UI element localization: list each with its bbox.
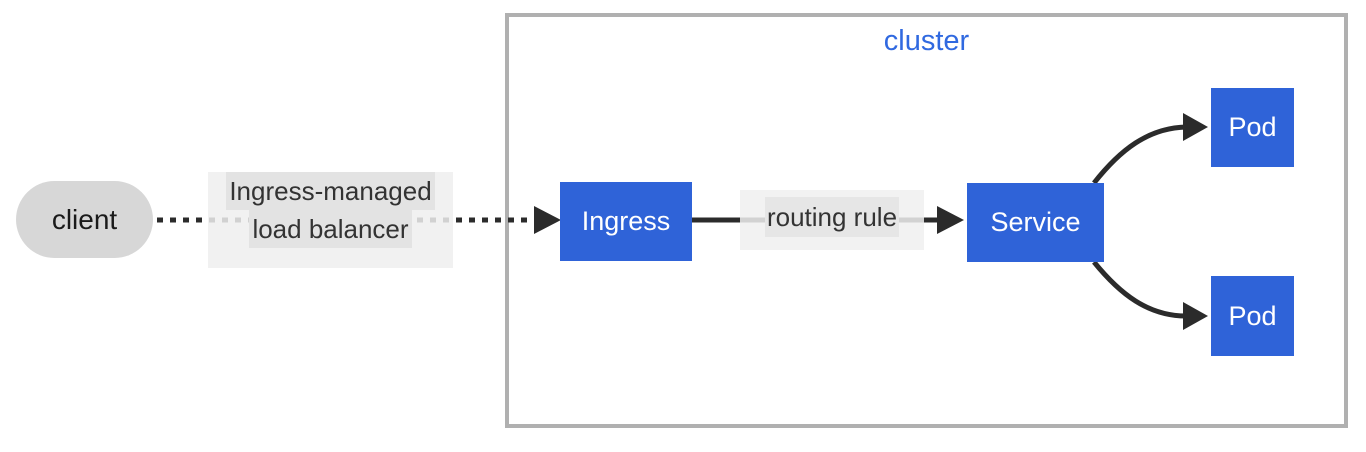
node-pod-top-label: Pod bbox=[1228, 112, 1277, 142]
edge-label-text: routing rule bbox=[764, 197, 900, 237]
edge-label-ingress-managed-load-balancer: Ingress-managed load balancer bbox=[208, 172, 453, 268]
client-to-ingress-arrowhead-icon bbox=[534, 206, 561, 234]
node-client: client bbox=[16, 181, 153, 258]
edge-label-line2: load balancer bbox=[249, 210, 412, 248]
cluster-title: cluster bbox=[883, 25, 970, 57]
node-service: Service bbox=[967, 183, 1104, 262]
edge-label-routing-rule: routing rule bbox=[740, 190, 924, 250]
service-to-pod-bottom-curve bbox=[1092, 260, 1187, 319]
node-pod-top: Pod bbox=[1211, 88, 1294, 167]
node-ingress: Ingress bbox=[560, 182, 692, 261]
ingress-to-service-arrowhead-icon bbox=[937, 206, 964, 234]
node-client-label: client bbox=[51, 203, 118, 235]
service-to-pod-bottom-arrowhead-icon bbox=[1183, 302, 1208, 330]
service-to-pod-top-curve bbox=[1092, 124, 1187, 185]
edge-label-line1: Ingress-managed bbox=[226, 172, 435, 210]
node-pod-bottom: Pod bbox=[1211, 276, 1294, 356]
cluster-boundary: cluster bbox=[505, 13, 1348, 428]
node-service-label: Service bbox=[990, 207, 1081, 237]
node-pod-bottom-label: Pod bbox=[1228, 300, 1277, 331]
service-to-pod-top-arrowhead-icon bbox=[1183, 113, 1208, 141]
node-ingress-label: Ingress bbox=[581, 206, 671, 236]
